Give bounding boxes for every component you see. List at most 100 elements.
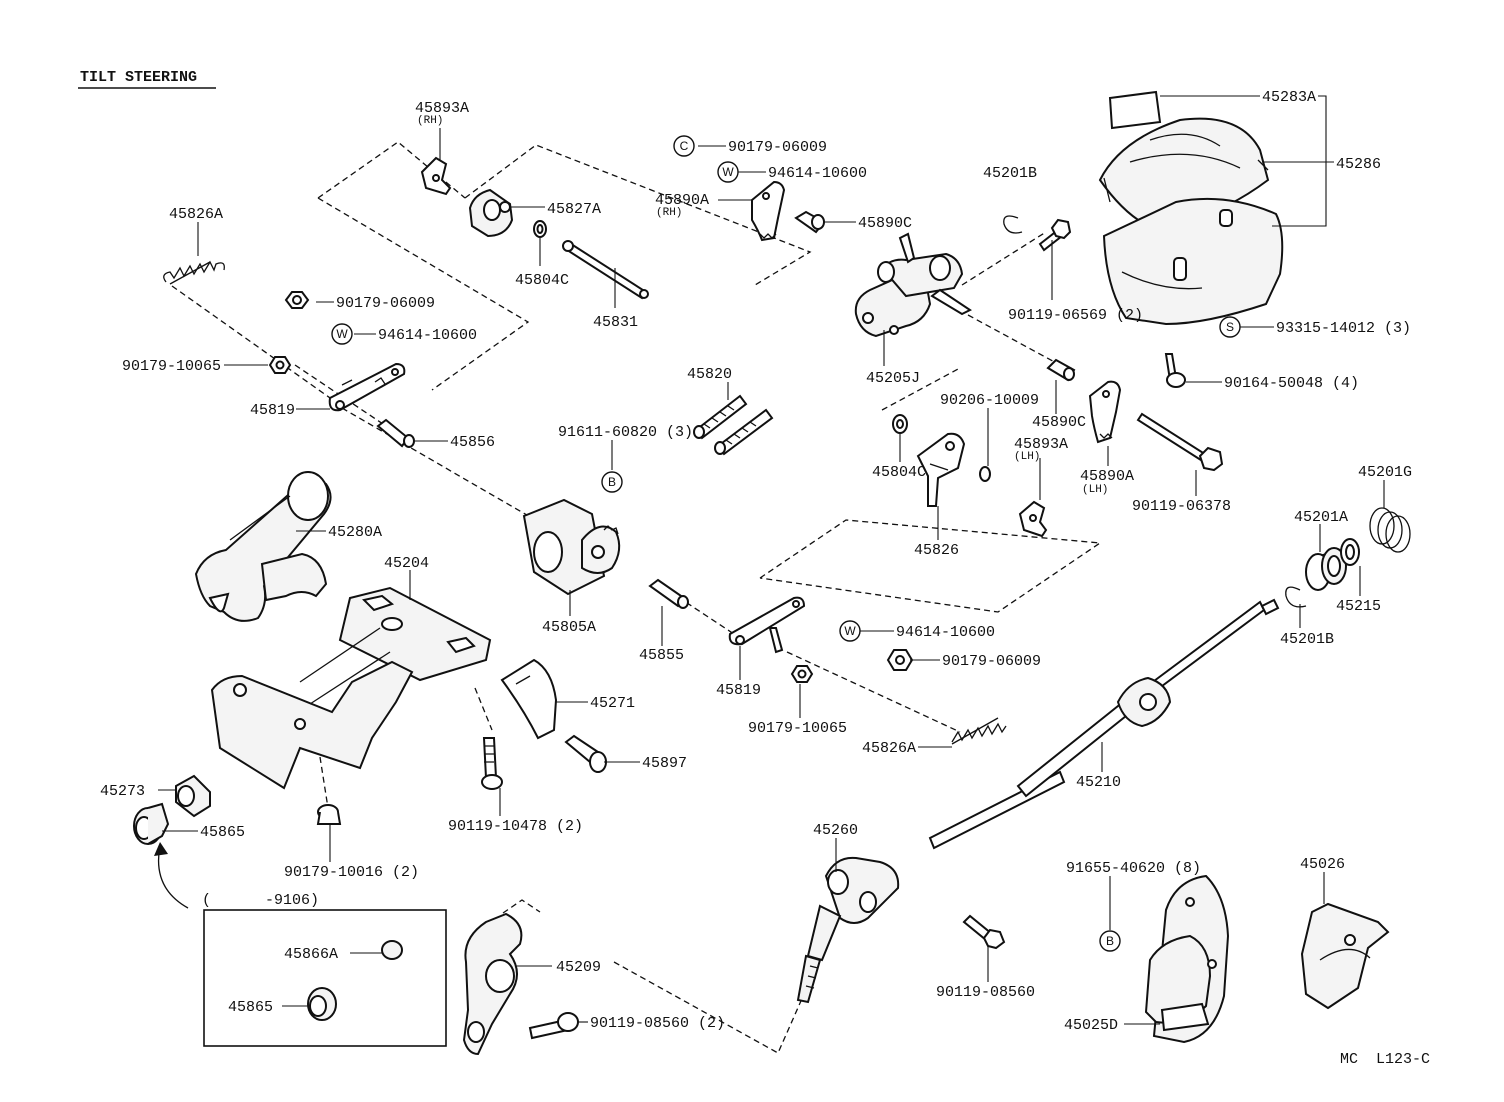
part-nut-90179-10065-a [268,356,292,374]
label-45826: 45826 [914,542,959,559]
part-45866A [381,940,403,960]
part-45865-b [307,987,337,1021]
label-45893A-rh: 45893A [415,100,469,117]
label-45204: 45204 [384,555,429,572]
part-45273 [175,774,211,818]
nut-symbol: C [673,135,695,157]
part-45819-a-lever [328,362,406,412]
label-45201A: 45201A [1294,509,1348,526]
label-90164-50048: 90164-50048 (4) [1224,375,1359,392]
label-91655-40620: 91655-40620 (8) [1066,860,1201,877]
part-washer-90206-10009 [979,466,991,482]
label-45286: 45286 [1336,156,1381,173]
label-90119-08560-a: 90119-08560 (2) [590,1015,725,1032]
label-94614-10600-b: 94614-10600 [768,165,867,182]
label-45804C-b: 45804C [872,464,926,481]
label-91611-60820: 91611-60820 (3) [558,424,693,441]
part-45855-stud [648,578,689,609]
part-45897-stud [564,734,607,773]
label-45280A: 45280A [328,524,382,541]
label-45890C-a: 45890C [858,215,912,232]
bolt-symbol: B [1099,930,1121,952]
part-bolt-90119-10478 [481,737,503,790]
washer-symbol: W [839,620,861,642]
part-45890A-rh [751,180,786,242]
part-45026-plate [1300,902,1390,1010]
part-labels: 45893A (RH) 45827A 45826A 90179-06009 94… [100,89,1430,1068]
part-45201G-spring [1369,507,1411,553]
part-bolt-90119-08560-a [528,1012,579,1040]
part-45827A [468,188,514,238]
label-90179-06009-b: 90179-06009 [728,139,827,156]
label-90179-10016: 90179-10016 (2) [284,864,419,881]
bolt-symbol: B [601,471,623,493]
label-94614-10600-c: 94614-10600 [896,624,995,641]
part-nut-90179-06009-c [886,649,914,671]
assembly-dashed-lines [171,141,1102,1054]
label-45855: 45855 [639,647,684,664]
part-45271-cover [500,658,558,740]
label-45827A: 45827A [547,201,601,218]
label-45805A: 45805A [542,619,596,636]
label-93315-14012: 93315-14012 (3) [1276,320,1411,337]
part-45819-b-lever [728,596,806,654]
label-45201G: 45201G [1358,464,1412,481]
part-lower-bracket [210,627,414,790]
label-45893A-rh-sub: (RH) [417,115,443,127]
part-45865-a [133,802,170,845]
part-45201B-b-circlip [1285,586,1307,608]
label-45210: 45210 [1076,774,1121,791]
label-45897: 45897 [642,755,687,772]
inset-box [203,909,447,1047]
return-arrow [154,842,189,909]
label-45820: 45820 [687,366,732,383]
part-45820-bolts [693,394,774,456]
label-45260: 45260 [813,822,858,839]
part-nut-90179-10065-b [790,665,814,683]
part-45890C-a [794,210,826,234]
part-45890C-b [1046,358,1076,382]
label-45865-b: 45865 [228,999,273,1016]
label-90179-10065-b: 90179-10065 [748,720,847,737]
part-screw-90164-50048 [1164,353,1186,388]
part-45204-bracket [338,586,492,682]
part-45890A-lh [1088,380,1122,444]
part-45804C-b [892,414,908,434]
label-45890A-lh-sub: (LH) [1082,484,1108,496]
part-45260-joint [796,856,900,1004]
label-45893A-lh: 45893A [1014,436,1068,453]
part-grommet-90179-10016 [316,804,342,825]
label-45890C-b: 45890C [1032,414,1086,431]
label-45826A-top: 45826A [169,206,223,223]
part-45826A-bottom-spring [951,717,1007,745]
label-inset-range: ( -9106) [202,892,319,909]
label-45025D: 45025D [1064,1017,1118,1034]
part-45280A-tube [194,471,332,622]
part-45893A-lh [1018,500,1048,538]
part-nut-90179-06009-a [284,291,310,309]
footer-code: MC L123-C [1340,1051,1430,1068]
part-45804C-a [533,220,547,238]
label-45215: 45215 [1336,598,1381,615]
svg-text:W: W [844,624,856,638]
label-90179-06009-c: 90179-06009 [942,653,1041,670]
label-45209: 45209 [556,959,601,976]
label-45283A: 45283A [1262,89,1316,106]
label-45819-a: 45819 [250,402,295,419]
label-94614-10600-a: 94614-10600 [378,327,477,344]
svg-text:C: C [680,139,689,153]
part-bolt-90119-06378 [1136,412,1224,472]
part-bolt-90119-08560-b [962,914,1006,950]
part-45215-ring [1340,538,1360,566]
part-45826A-top-spring [163,260,225,285]
part-bolt-90119-06569 [1038,218,1072,252]
part-45209-joint [462,912,523,1056]
leader-lines [158,95,1385,1025]
screw-symbol: S [1219,316,1241,338]
part-45286-cover [1098,117,1284,326]
label-90206-10009: 90206-10009 [940,392,1039,409]
label-45819-b: 45819 [716,682,761,699]
part-45205J-bracket [854,232,972,338]
label-90179-06009-a: 90179-06009 [336,295,435,312]
